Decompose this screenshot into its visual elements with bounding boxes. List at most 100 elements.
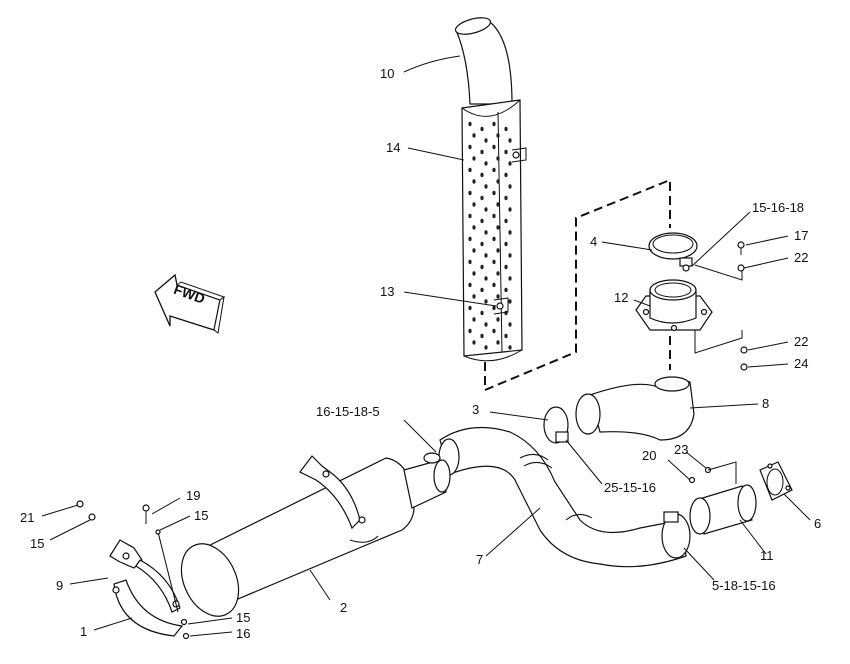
callout-25-15-16: 25-15-16 <box>604 480 656 495</box>
callout-8: 8 <box>762 396 769 411</box>
perforation-hole <box>472 271 476 276</box>
perforation-hole <box>492 259 496 265</box>
perforation-hole <box>504 195 508 201</box>
perforation-hole <box>508 322 512 327</box>
assembly-dashed-line-1 <box>484 178 671 392</box>
part-13-strap <box>493 147 527 315</box>
perforation-hole <box>484 276 488 281</box>
perforation-hole <box>468 328 472 334</box>
callout-16-15-18-5: 16-15-18-5 <box>316 404 380 419</box>
muffler-band-front <box>299 455 366 530</box>
perforation-hole <box>492 167 496 173</box>
perforation-hole <box>468 213 472 219</box>
callout-15-16-18: 15-16-18 <box>752 200 804 215</box>
callout-23: 23 <box>674 442 688 457</box>
perforation-hole <box>496 294 500 299</box>
perforation-hole <box>480 126 484 132</box>
perforation-hole <box>484 184 488 189</box>
perforation-hole <box>472 340 476 345</box>
muffler-band-rear <box>349 535 379 543</box>
perforation-hole <box>508 345 512 350</box>
callout-22a: 22 <box>794 250 808 265</box>
perforation-hole <box>472 133 476 138</box>
perforation-hole <box>496 202 500 207</box>
perforation-hole <box>468 236 472 242</box>
perforation-hole <box>480 195 484 201</box>
perforation-hole <box>496 225 500 230</box>
perforation-hole <box>504 241 508 247</box>
callout-4: 4 <box>590 234 597 249</box>
part-1-clamp <box>112 559 184 637</box>
part-8-y-pipe <box>575 376 695 441</box>
perforation-hole <box>508 138 512 143</box>
perforation-hole <box>468 259 472 265</box>
hardware-bolt-19 <box>142 504 150 524</box>
callout-12: 12 <box>614 290 628 305</box>
part-6-end-flange <box>759 461 793 501</box>
callouts: 10 14 13 4 15-16-18 17 22 12 22 24 16-15… <box>20 66 821 641</box>
perforation-hole <box>496 340 500 345</box>
perforation-hole <box>484 299 488 304</box>
perforation-hole <box>480 333 484 339</box>
callout-13: 13 <box>380 284 394 299</box>
perforation-hole <box>480 287 484 293</box>
callout-20: 20 <box>642 448 656 463</box>
perforation-hole <box>504 333 508 339</box>
callout-6: 6 <box>814 516 821 531</box>
hardware-bolt-21 <box>76 500 84 508</box>
perforation-hole <box>484 345 488 350</box>
perforation-hole <box>496 248 500 253</box>
callout-21: 21 <box>20 510 34 525</box>
hardware-stud-15b <box>155 529 179 613</box>
perforation-hole <box>484 230 488 235</box>
perforation-hole <box>480 241 484 247</box>
fwd-arrow-icon: FWD <box>154 273 226 334</box>
perforation-hole <box>496 317 500 322</box>
callout-5-18-15-16: 5-18-15-16 <box>712 578 776 593</box>
perforation-hole <box>472 202 476 207</box>
leader-lines <box>41 55 811 637</box>
perforation-hole <box>492 144 496 150</box>
part-11-short-pipe <box>689 484 757 535</box>
callout-16: 16 <box>236 626 250 641</box>
perforation-hole <box>504 310 508 316</box>
hardware-washer-22a <box>737 264 745 272</box>
perforation-hole <box>496 156 500 161</box>
perforation-hole <box>472 294 476 299</box>
part-4-band-clamp <box>648 232 698 272</box>
assembly-line-23 <box>707 461 737 484</box>
callout-19: 19 <box>186 488 200 503</box>
part-5-clamp <box>661 511 691 559</box>
perforation-hole <box>468 167 472 173</box>
hardware-washer-15c <box>180 618 188 626</box>
hardware-20 <box>688 476 696 484</box>
callout-14: 14 <box>386 140 400 155</box>
perforation-hole <box>484 207 488 212</box>
perforation-hole <box>504 172 508 178</box>
perforation-hole <box>508 230 512 235</box>
callout-15-b: 15 <box>30 536 44 551</box>
perforation-hole <box>480 149 484 155</box>
perforation-hole <box>480 172 484 178</box>
perforation-hole <box>480 310 484 316</box>
callout-2: 2 <box>340 600 347 615</box>
callout-17: 17 <box>794 228 808 243</box>
callout-1: 1 <box>80 624 87 639</box>
perforation-hole <box>472 156 476 161</box>
perforation-hole <box>508 253 512 258</box>
perforation-hole <box>492 305 496 311</box>
part-12-flange-adapter <box>635 279 713 332</box>
perforation-hole <box>472 179 476 184</box>
callout-11: 11 <box>760 548 774 563</box>
perforation-hole <box>492 121 496 127</box>
perforation-hole <box>504 287 508 293</box>
perforation-hole <box>468 190 472 196</box>
perforation-hole <box>484 138 488 143</box>
hardware-washer-15a <box>88 513 96 521</box>
perforation-hole <box>468 144 472 150</box>
perforation-hole <box>496 179 500 184</box>
callout-7: 7 <box>476 552 483 567</box>
perforation-hole <box>508 161 512 166</box>
perforation-hole <box>508 276 512 281</box>
